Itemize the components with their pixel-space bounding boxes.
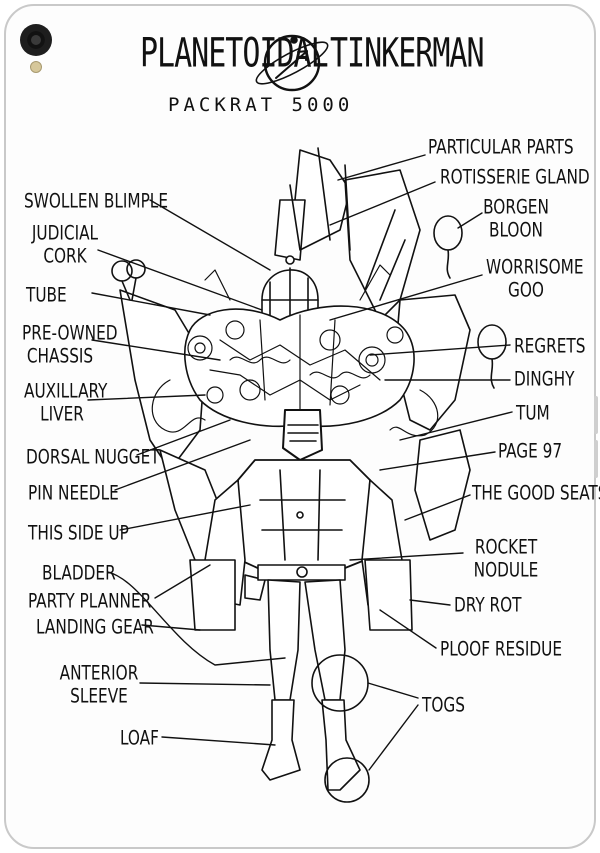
planet-logo-icon: [255, 34, 329, 92]
label-swollen-blimple: SWOLLEN BLIMPLE: [24, 190, 168, 213]
label-this-side-up: THIS SIDE UP: [28, 522, 129, 545]
label-bladder: BLADDER: [42, 562, 116, 585]
side-button-upper: [594, 396, 598, 434]
label-particular-parts: PARTICULAR PARTS: [428, 136, 574, 159]
label-dry-rot: DRY ROT: [454, 594, 522, 617]
flash-icon: [30, 61, 42, 73]
title-right: TINKERMAN: [330, 30, 485, 78]
camera-lens-icon: [27, 31, 45, 49]
label-landing-gear: LANDING GEAR: [36, 616, 154, 639]
side-button-lower: [594, 440, 598, 478]
label-pin-needle: PIN NEEDLE: [28, 482, 119, 505]
label-regrets: REGRETS: [514, 335, 586, 358]
label-party-planner: PARTY PLANNER: [28, 590, 152, 613]
label-rotisserie-gland: ROTISSERIE GLAND: [440, 166, 590, 189]
subtitle: PACKRAT 5000: [168, 94, 354, 116]
title-left: PLANETOIDAL: [140, 30, 329, 78]
label-togs: TOGS: [422, 694, 465, 717]
label-tube: TUBE: [26, 284, 67, 307]
label-dinghy: DINGHY: [514, 368, 575, 391]
label-dorsal-nugget: DORSAL NUGGET: [26, 446, 160, 469]
label-ploof-residue: PLOOF RESIDUE: [440, 638, 563, 661]
label-the-good-seats: THE GOOD SEATS: [472, 482, 600, 505]
label-page-97: PAGE 97: [498, 440, 563, 463]
label-tum: TUM: [516, 402, 550, 425]
label-loaf: LOAF: [120, 727, 159, 750]
